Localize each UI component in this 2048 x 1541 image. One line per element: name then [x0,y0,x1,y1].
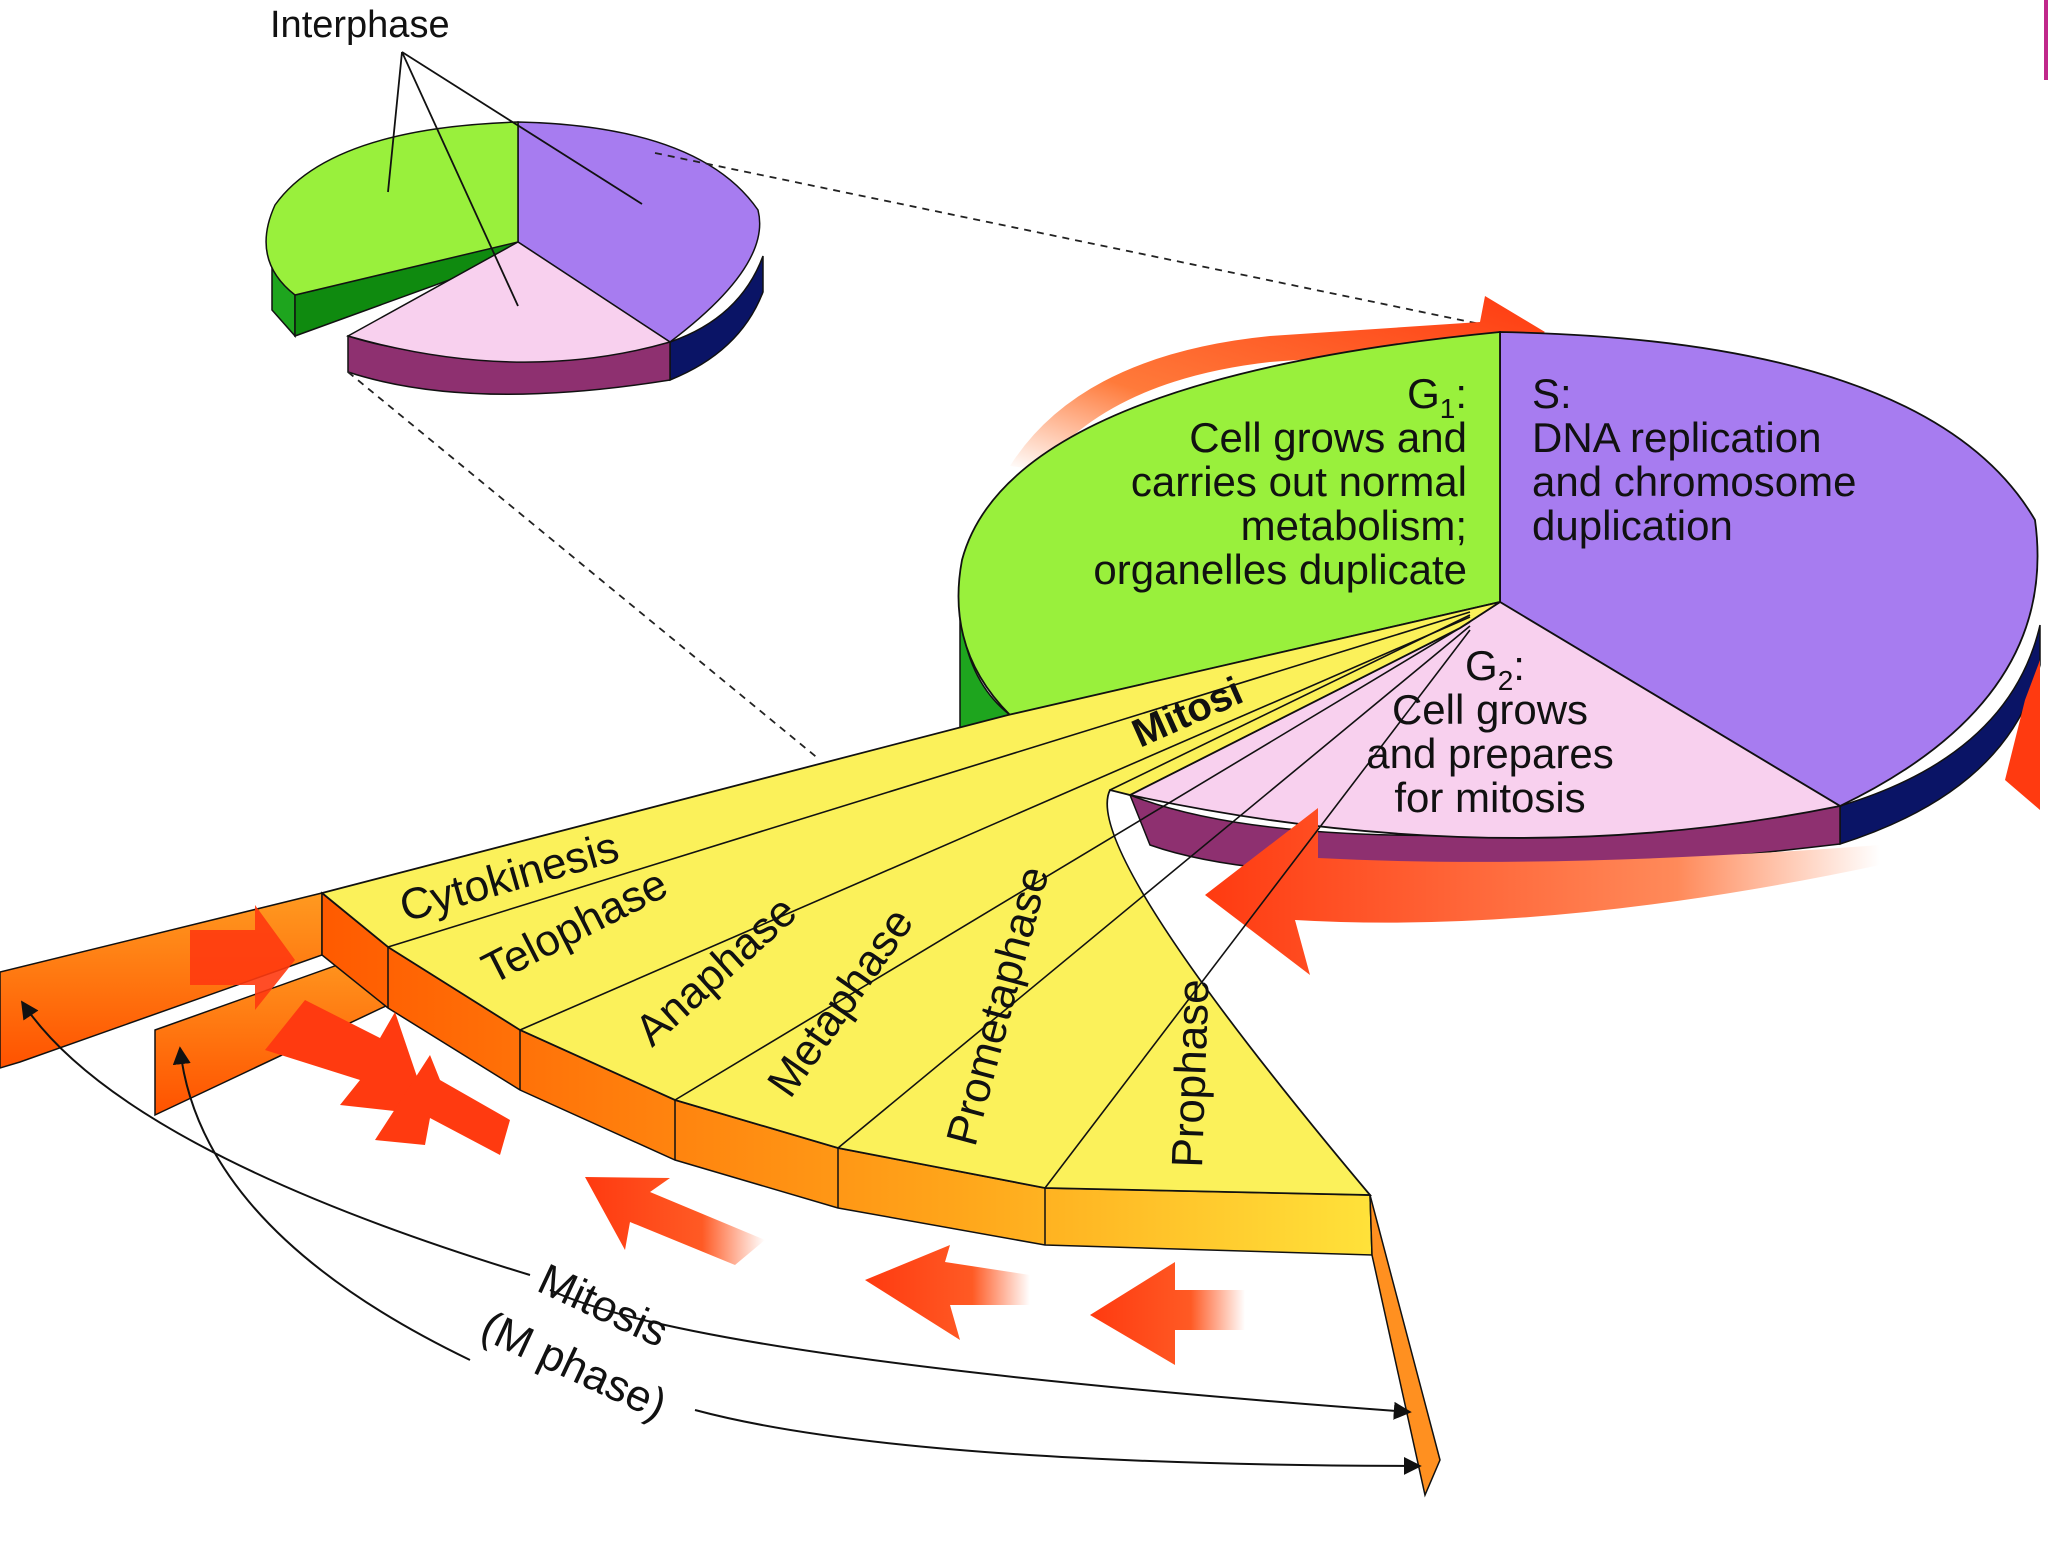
mitosis-direction-arrows [190,905,1245,1365]
mitosis-fan [0,601,1501,1498]
phase-prophase: Prophase [1163,978,1219,1168]
small-pie [265,121,764,395]
g2-label: G2: Cell grows and prepares for mitosis [1366,642,1614,821]
small-pie-green [265,121,519,296]
big-pie-g2-face [1127,600,1843,839]
svg-text:organelles duplicate: organelles duplicate [1093,546,1467,593]
edge-strip [2044,0,2048,80]
g1-label: G1: Cell grows and carries out normal me… [1093,370,1467,593]
svg-text:S:: S: [1532,370,1572,417]
arrow-1 [265,1000,430,1115]
projection-lines [347,152,1481,761]
svg-text:for mitosis: for mitosis [1394,774,1585,821]
svg-text:and chromosome: and chromosome [1532,458,1857,505]
interphase-label: Interphase [270,4,450,46]
small-pie-pink [346,241,672,363]
svg-text:metabolism;: metabolism; [1241,502,1467,549]
small-pie-purple-side [669,255,764,382]
fan-right-edge [1369,1194,1441,1498]
mitosis-span-arrows [21,1000,1422,1475]
s-label: S: DNA replication and chromosome duplic… [1532,370,1857,549]
svg-text:Cell grows and: Cell grows and [1189,414,1467,461]
big-pie-s-face [1499,331,2039,808]
big-pie-g1-face [957,331,1501,716]
arrow-2 [375,1055,510,1155]
interphase-arrow-top [1010,296,1545,470]
svg-text:and prepares: and prepares [1366,730,1614,777]
svg-text:G1:: G1: [1407,370,1467,424]
big-pie [957,296,2041,975]
interphase-arrow-right [2005,660,2040,810]
arrow-5 [1090,1262,1245,1365]
small-pie-purple [517,121,761,343]
interphase-arrow-bottom [1205,808,1880,975]
interphase-pointers [387,51,643,307]
arrow-4 [865,1245,1030,1340]
svg-text:G2:: G2: [1465,642,1525,696]
svg-text:Cell grows: Cell grows [1392,686,1588,733]
svg-text:DNA replication: DNA replication [1532,414,1821,461]
arrow-3 [585,1177,765,1265]
svg-text:carries out normal: carries out normal [1131,458,1467,505]
svg-text:duplication: duplication [1532,502,1733,549]
